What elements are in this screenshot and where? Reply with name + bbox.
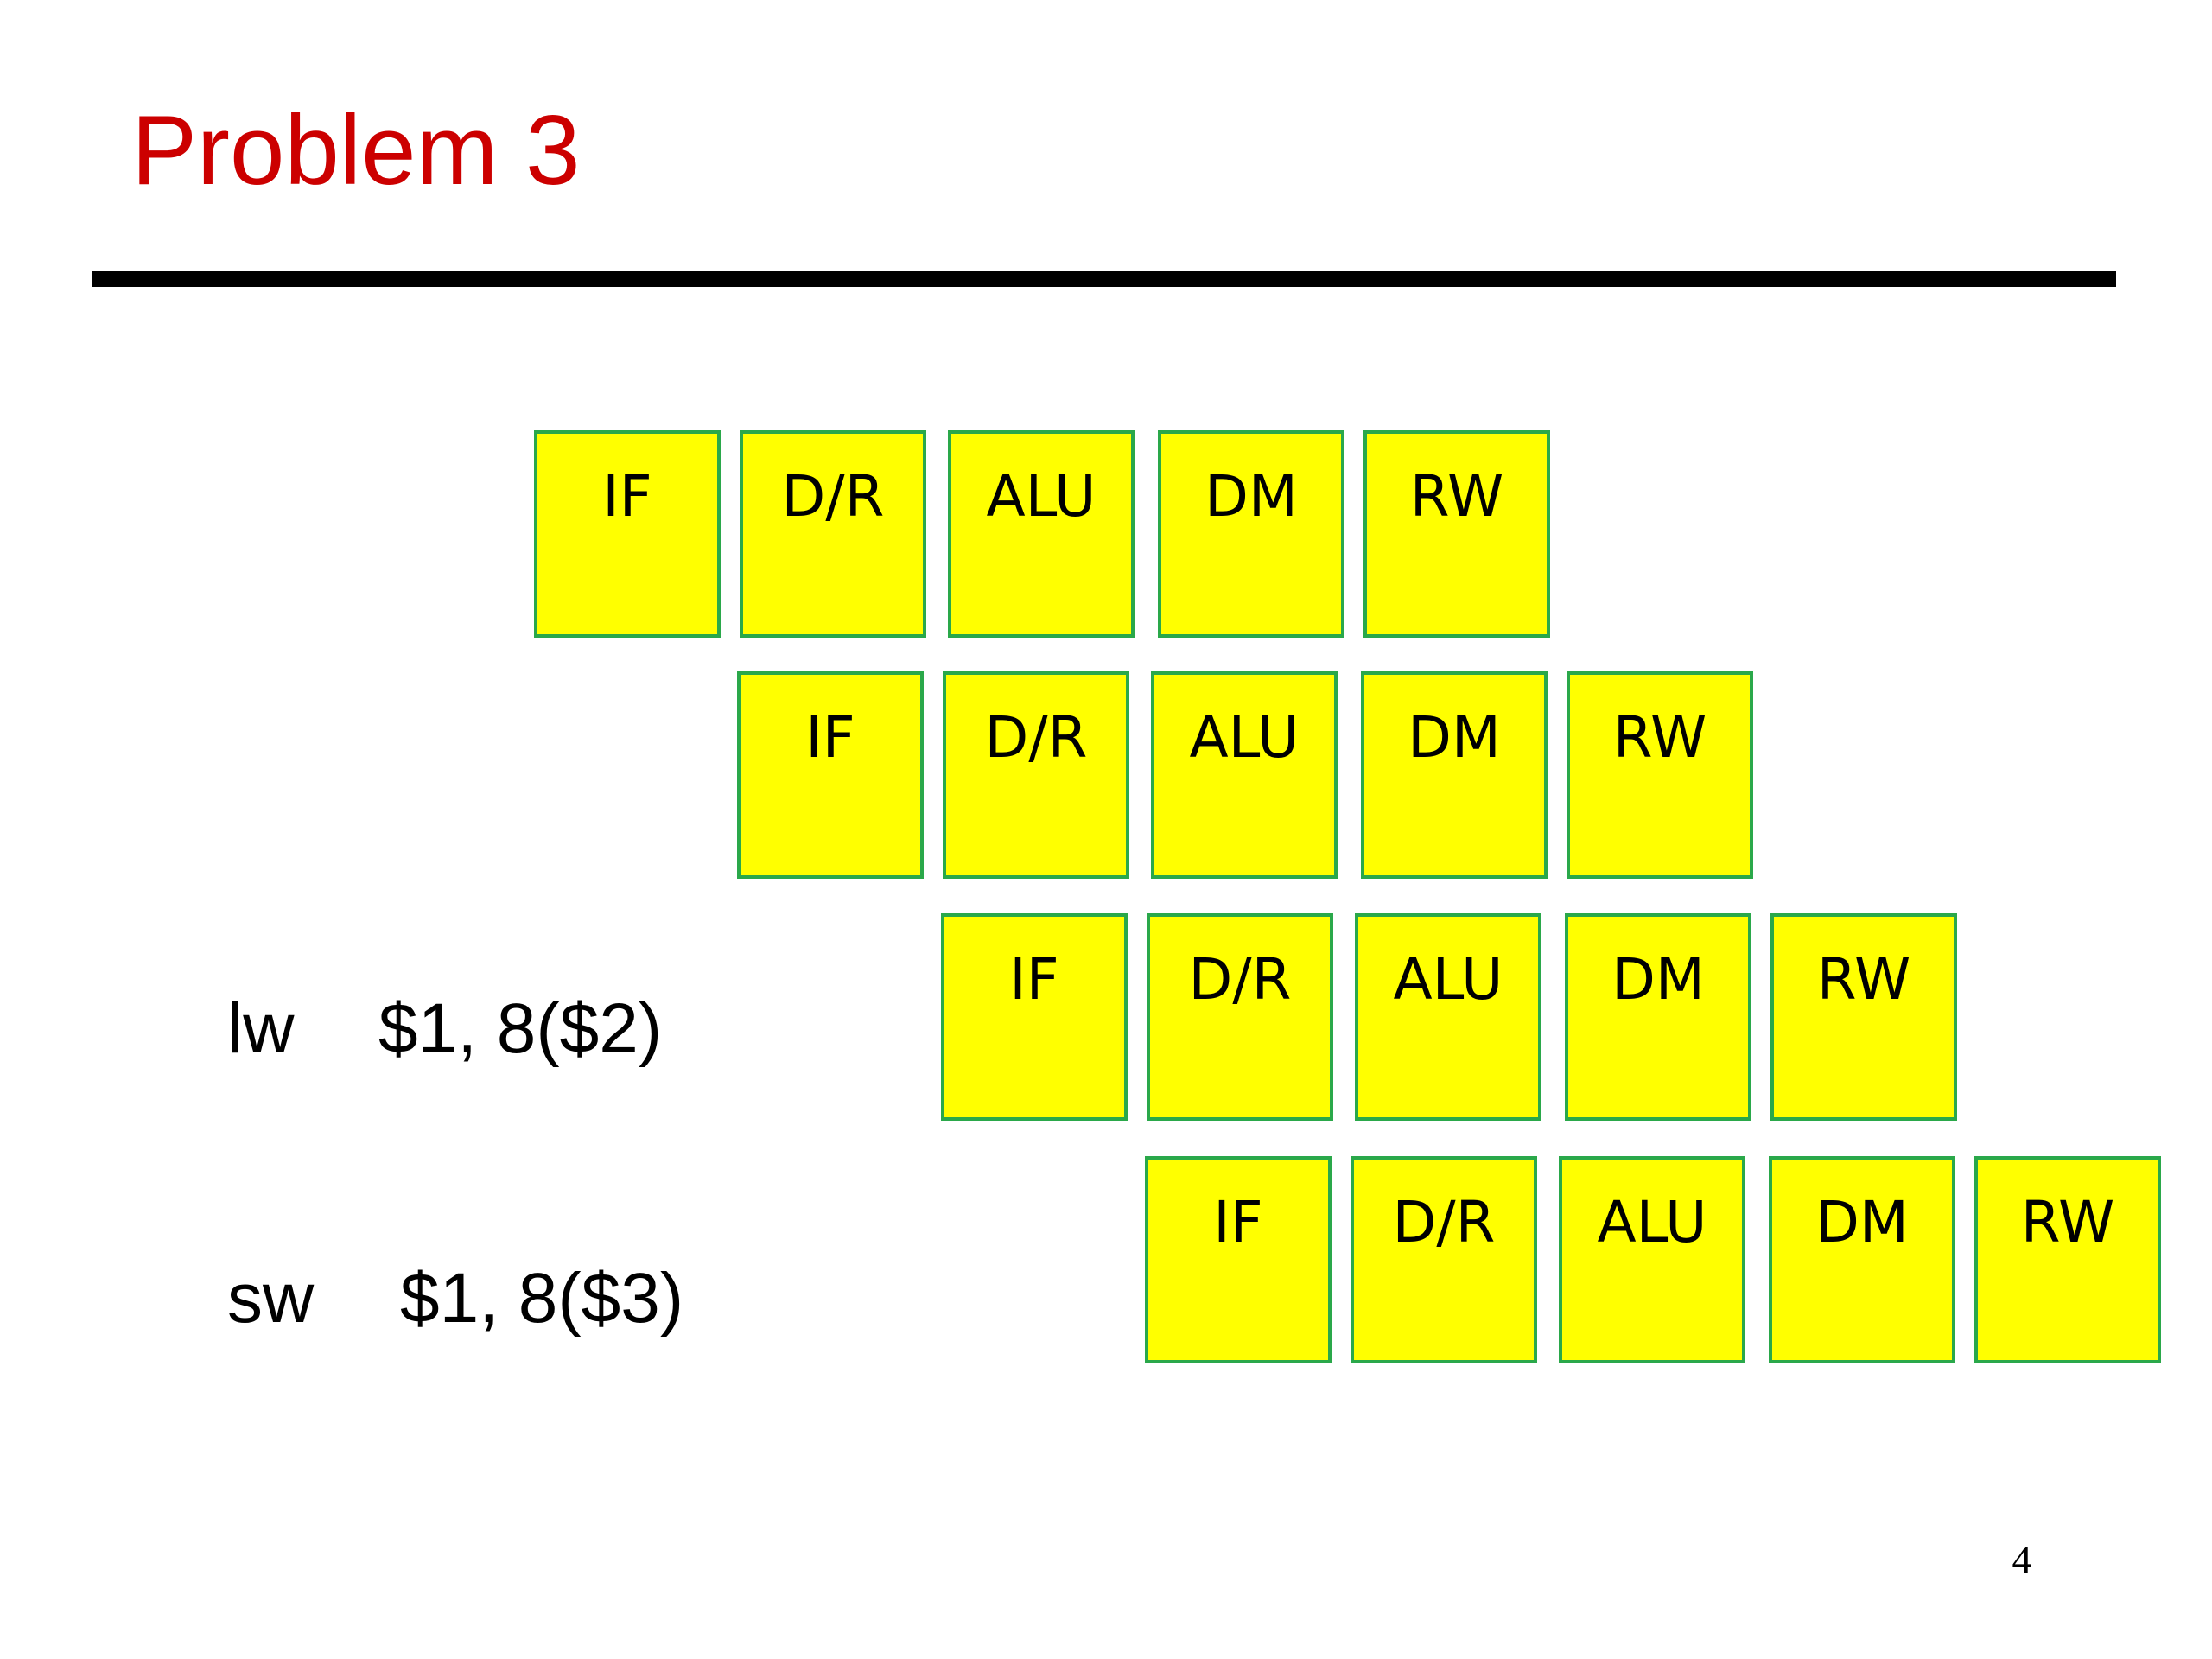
pipeline-stage-dm: DM [1158, 430, 1344, 638]
pipeline-stage-rw: RW [1363, 430, 1550, 638]
page-number: 4 [2012, 1537, 2032, 1581]
pipeline-stage-if: IF [737, 671, 924, 879]
pipeline-stage-rw: RW [1974, 1156, 2161, 1363]
pipeline-stage-d-r: D/R [943, 671, 1129, 879]
instruction-opcode: sw [227, 1259, 315, 1338]
pipeline-stage-dm: DM [1361, 671, 1548, 879]
pipeline-stage-dm: DM [1565, 913, 1751, 1121]
instruction-operands: $1, 8($3) [400, 1259, 684, 1338]
pipeline-stage-rw: RW [1567, 671, 1753, 879]
slide-title: Problem 3 [131, 96, 581, 206]
pipeline-stage-rw: RW [1770, 913, 1957, 1121]
pipeline-stage-dm: DM [1769, 1156, 1955, 1363]
pipeline-stage-alu: ALU [948, 430, 1135, 638]
pipeline-stage-d-r: D/R [1147, 913, 1333, 1121]
pipeline-stage-if: IF [1145, 1156, 1332, 1363]
instruction-operands: $1, 8($2) [378, 989, 663, 1068]
pipeline-stage-if: IF [534, 430, 721, 638]
instruction-opcode: lw [227, 989, 295, 1068]
pipeline-stage-alu: ALU [1559, 1156, 1745, 1363]
instruction-label: lw$1, 8($2) [227, 994, 662, 1065]
pipeline-stage-alu: ALU [1355, 913, 1541, 1121]
pipeline-stage-alu: ALU [1151, 671, 1338, 879]
pipeline-stage-d-r: D/R [740, 430, 926, 638]
pipeline-stage-d-r: D/R [1351, 1156, 1537, 1363]
instruction-label: sw$1, 8($3) [227, 1263, 683, 1334]
pipeline-stage-if: IF [941, 913, 1128, 1121]
title-underline-rule [92, 271, 2116, 287]
